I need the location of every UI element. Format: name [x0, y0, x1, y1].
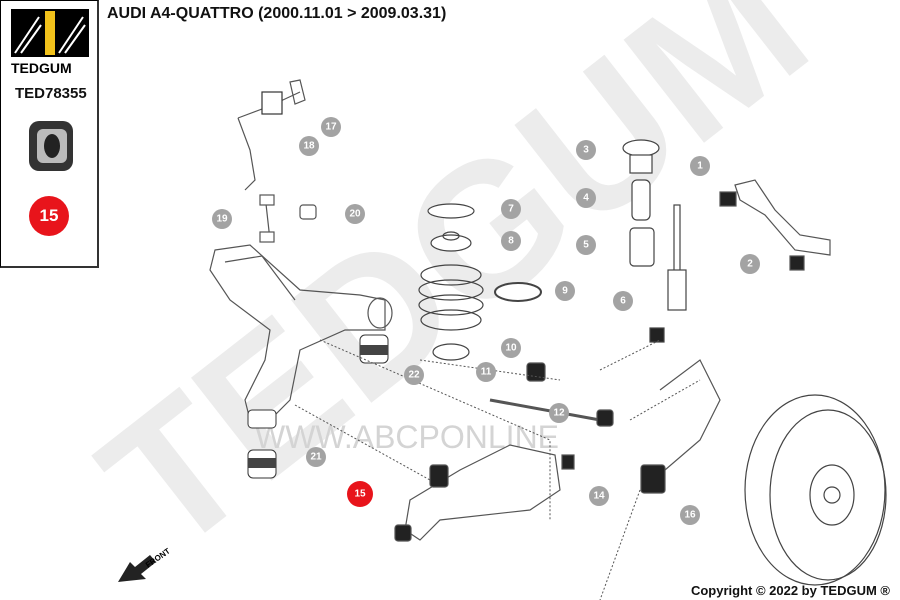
- callout-15-highlight[interactable]: 15: [347, 481, 373, 507]
- callout-21[interactable]: 21: [306, 447, 326, 467]
- callout-2[interactable]: 2: [740, 254, 760, 274]
- callout-number: 2: [747, 259, 753, 270]
- svg-text:TEDGUM: TEDGUM: [11, 60, 72, 76]
- callout-12[interactable]: 12: [549, 403, 569, 423]
- callout-number: 20: [349, 209, 361, 220]
- callout-circle: [212, 209, 232, 229]
- callout-number: 3: [583, 145, 589, 156]
- callout-9[interactable]: 9: [555, 281, 575, 301]
- callout-number: 19: [216, 214, 228, 225]
- position-badge[interactable]: 15: [29, 196, 69, 236]
- copyright: Copyright © 2022 by TEDGUM ®: [690, 583, 890, 598]
- callout-4[interactable]: 4: [576, 188, 596, 208]
- callout-number: 12: [553, 408, 565, 419]
- callout-22[interactable]: 22: [404, 365, 424, 385]
- callout-circle: [501, 231, 521, 251]
- callout-circle: [549, 403, 569, 423]
- bushing-thumbnail: [29, 121, 73, 171]
- callout-circle: [501, 338, 521, 358]
- callout-number: 21: [310, 452, 322, 463]
- spring-assembly: [418, 203, 542, 361]
- stabilizer-bar: [237, 79, 317, 243]
- callout-16[interactable]: 16: [680, 505, 700, 525]
- callout-3[interactable]: 3: [576, 140, 596, 160]
- upper-arm: [719, 179, 831, 271]
- svg-text:15: 15: [354, 489, 366, 500]
- wheel: [744, 394, 887, 586]
- callout-circle: [321, 117, 341, 137]
- callout-circle: [299, 136, 319, 156]
- callout-number: 18: [303, 141, 315, 152]
- callout-11[interactable]: 11: [476, 362, 496, 382]
- callout-14[interactable]: 14: [589, 486, 609, 506]
- lower-control-arm: [394, 359, 721, 542]
- callout-number: 1: [697, 161, 703, 172]
- callout-10[interactable]: 10: [501, 338, 521, 358]
- callout-number: 14: [593, 491, 605, 502]
- callout-number: 7: [508, 204, 514, 215]
- callout-circle: [345, 204, 365, 224]
- front-arrow: FRONT: [118, 546, 172, 582]
- callout-number: 11: [481, 367, 492, 378]
- shock-absorber: [622, 139, 687, 343]
- callout-5[interactable]: 5: [576, 235, 596, 255]
- callout-circle: [404, 365, 424, 385]
- callout-number: 6: [620, 296, 626, 307]
- callout-1[interactable]: 1: [690, 156, 710, 176]
- callout-17[interactable]: 17: [321, 117, 341, 137]
- callout-number: 10: [505, 343, 517, 354]
- callout-20[interactable]: 20: [345, 204, 365, 224]
- callout-number: 8: [508, 236, 514, 247]
- callout-number: 17: [325, 122, 337, 133]
- callout-circle: [476, 362, 496, 382]
- callout-number: 5: [583, 240, 589, 251]
- tedgum-logo: TEDGUM: [11, 9, 89, 76]
- callout-circle: [576, 188, 596, 208]
- part-sidebar: TEDGUM TED78355 15: [0, 0, 99, 268]
- callout-circle: [576, 140, 596, 160]
- callout-circle: [576, 235, 596, 255]
- callout-circle: [690, 156, 710, 176]
- bushing-21: [247, 409, 277, 479]
- callout-18[interactable]: 18: [299, 136, 319, 156]
- callout-circle: [740, 254, 760, 274]
- callout-8[interactable]: 8: [501, 231, 521, 251]
- bushing-22: [359, 334, 389, 364]
- callout-circle: [501, 199, 521, 219]
- callout-circle: [589, 486, 609, 506]
- callout-circle: [555, 281, 575, 301]
- callout-number: 16: [684, 510, 696, 521]
- callout-number: 22: [408, 370, 420, 381]
- callout-circle: [306, 447, 326, 467]
- subframe: [209, 244, 393, 421]
- callout-7[interactable]: 7: [501, 199, 521, 219]
- callout-19[interactable]: 19: [212, 209, 232, 229]
- part-number: TED78355: [15, 85, 87, 102]
- callout-number: 4: [583, 193, 589, 204]
- callout-6[interactable]: 6: [613, 291, 633, 311]
- leader-lines: [294, 339, 701, 600]
- callout-circle: [613, 291, 633, 311]
- callout-number: 9: [562, 286, 568, 297]
- vehicle-title: AUDI A4-QUATTRO (2000.11.01 > 2009.03.31…: [107, 5, 447, 22]
- callout-circle: [680, 505, 700, 525]
